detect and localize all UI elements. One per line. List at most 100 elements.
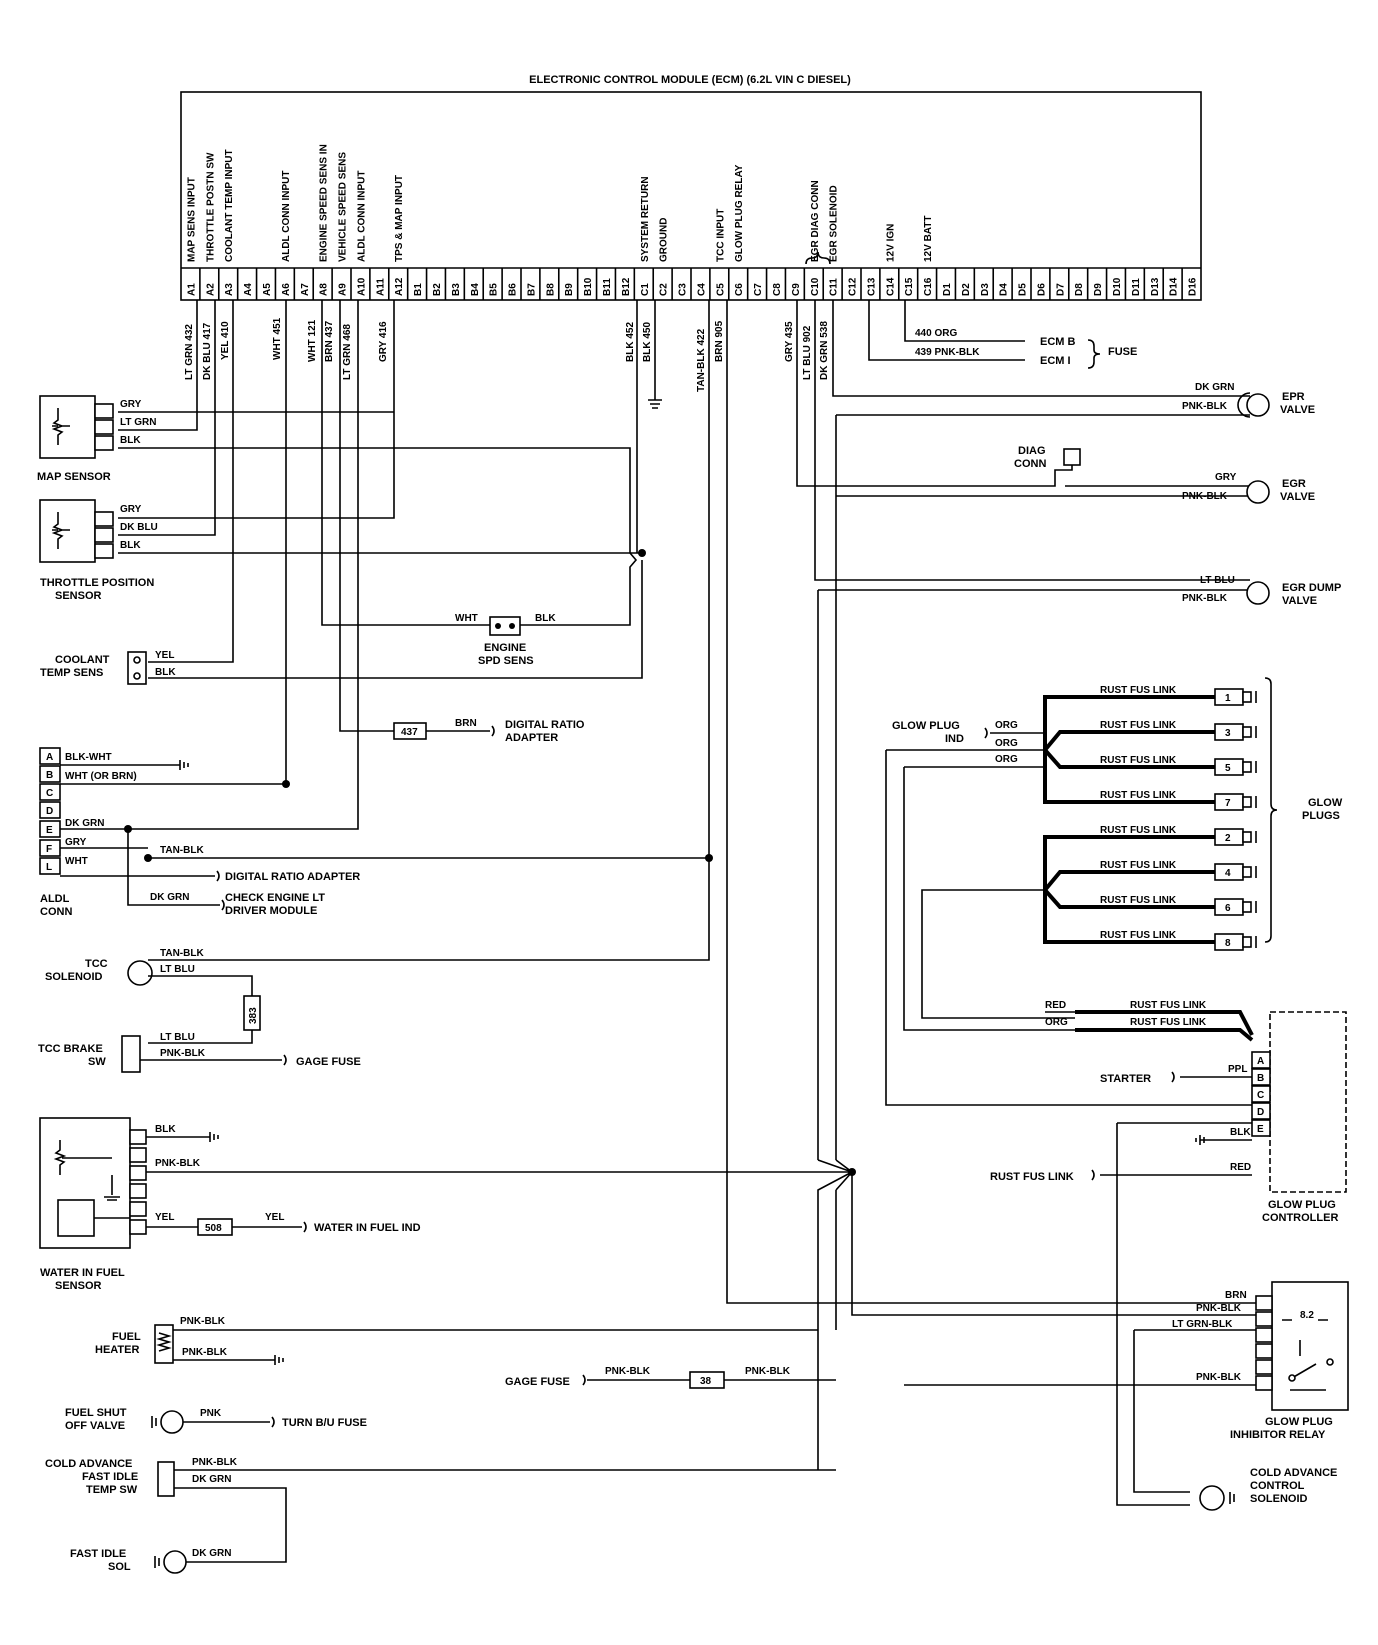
gpir-label: GLOW PLUG	[1265, 1416, 1333, 1428]
aldl-dkgrn: DK GRN	[65, 818, 104, 829]
ecm-pin-c10: C10	[810, 277, 821, 296]
engine-spd-label2: SPD SENS	[478, 655, 534, 667]
glow-plug-4: 4	[1225, 868, 1231, 879]
ca-pnkblk: PNK-BLK	[192, 1457, 238, 1468]
ecm-pin-b7: B7	[526, 283, 537, 296]
tcc-sol-label2: SOLENOID	[45, 971, 103, 983]
tccb-pnkblk: PNK-BLK	[160, 1048, 206, 1059]
coolant-temp-icon	[127, 651, 147, 685]
gpir-pnkblk: PNK-BLK	[1196, 1303, 1242, 1314]
wif-pnkblk: PNK-BLK	[155, 1158, 201, 1169]
ecm-pin-b3: B3	[451, 283, 462, 296]
gp-org2: ORG	[995, 738, 1018, 749]
ecm-pin-a12: A12	[394, 277, 405, 296]
map-sensor-icon	[39, 395, 96, 459]
egr-valve-label: EGR	[1282, 478, 1306, 490]
ecm-pin-a4: A4	[243, 283, 254, 296]
tcc-solenoid-icon	[127, 960, 153, 986]
gage-fuse-1: GAGE FUSE	[296, 1056, 361, 1068]
aldl-pin-a: A	[46, 752, 53, 763]
rfl-red: RUST FUS LINK	[1130, 1000, 1207, 1011]
ecm-func-c5: TCC INPUT	[715, 209, 726, 262]
egr-dump-label2: VALVE	[1282, 595, 1317, 607]
glow-plug-1: 1	[1225, 693, 1231, 704]
aldl-gry: GRY	[65, 837, 87, 848]
rust-fus-link-label: RUST FUS LINK	[1100, 860, 1177, 871]
fuse-label: FUSE	[1108, 346, 1137, 358]
ecm-pin-d8: D8	[1074, 283, 1085, 296]
glow-plug-5: 5	[1225, 763, 1231, 774]
ecm-pin-d14: D14	[1169, 277, 1180, 296]
wire-c2: BLK 450	[642, 322, 653, 362]
gp-org3: ORG	[995, 754, 1018, 765]
cold-adv-label: COLD ADVANCE	[45, 1458, 132, 1470]
wire-a6: WHT 451	[272, 317, 283, 360]
aldl-pin-b: B	[46, 770, 53, 781]
aldl-wht: WHT	[65, 856, 88, 867]
ecm-pin-a7: A7	[300, 283, 311, 296]
ecm-pin-d7: D7	[1055, 283, 1066, 296]
rust-fus-link-label: RUST FUS LINK	[1100, 720, 1177, 731]
starter-label: STARTER	[1100, 1073, 1151, 1085]
ecm-pin-d1: D1	[942, 283, 953, 296]
ecm-function-labels: MAP SENS INPUT THROTTLE POSTN SW COOLANT T…	[186, 144, 934, 262]
egr-dump-label: EGR DUMP	[1282, 582, 1341, 594]
fuse-ecm-i: ECM I	[1040, 355, 1071, 367]
gpir-pnkblk2: PNK-BLK	[1196, 1372, 1242, 1383]
tps-dkblu: DK BLU	[120, 522, 158, 533]
ecm-pin-c16: C16	[923, 277, 934, 296]
ecm-pin-c15: C15	[904, 277, 915, 296]
gpc-org: ORG	[1045, 1017, 1068, 1028]
map-gry: GRY	[120, 399, 142, 410]
ecm-func-a1: MAP SENS INPUT	[186, 177, 197, 262]
fsov-label2: OFF VALVE	[65, 1420, 125, 1432]
gpir-ltgrnblk: LT GRN-BLK	[1172, 1319, 1233, 1330]
aldl-pin-d: D	[46, 806, 53, 817]
ecm-func-a3: COOLANT TEMP INPUT	[224, 149, 235, 262]
wire-a10: LT GRN 468	[342, 324, 353, 380]
ecm-pin-d6: D6	[1036, 283, 1047, 296]
map-sensor-label: MAP SENSOR	[37, 471, 111, 483]
glow-plug-3: 3	[1225, 728, 1231, 739]
wire-c14: 439 PNK-BLK	[915, 347, 980, 358]
ecm-pin-c11: C11	[829, 278, 840, 296]
wire-dkgrn-epr: DK GRN	[1195, 382, 1234, 393]
rust-fus-link-label: RUST FUS LINK	[1100, 825, 1177, 836]
fuel-heater-label: FUEL	[112, 1331, 141, 1343]
ecm-func-a6: ALDL CONN INPUT	[281, 171, 292, 262]
ecm-func-c10: EGR DIAG CONN	[810, 180, 821, 262]
gpc-label2: CONTROLLER	[1262, 1212, 1338, 1224]
dra-brn: BRN	[455, 718, 477, 729]
ecm-pin-a8: A8	[319, 283, 330, 296]
egr-valve-icon	[1246, 480, 1270, 504]
ecm-func-a2: THROTTLE POSTN SW	[205, 152, 216, 262]
egr-valve-label2: VALVE	[1280, 491, 1315, 503]
aldl-dkgrn2: DK GRN	[150, 892, 189, 903]
ecm-pin-d9: D9	[1093, 283, 1104, 296]
ecm-pin-b6: B6	[508, 283, 519, 296]
gp-ind-label: GLOW PLUG	[892, 720, 960, 732]
wire-a9: BRN 437	[324, 320, 335, 362]
rust-fus-link-label: RUST FUS LINK	[1100, 895, 1177, 906]
wire-c12: DK GRN 538	[819, 321, 830, 380]
wif-label2: SENSOR	[55, 1280, 102, 1292]
controller-pin-d: D	[1257, 1107, 1264, 1118]
epr-valve-icon	[1246, 393, 1270, 417]
map-ltgrn: LT GRN	[120, 417, 156, 428]
glow-plugs-label: GLOW	[1308, 797, 1343, 809]
ecm-pin-d11: D11	[1131, 278, 1142, 296]
fast-idle-label2: SOL	[108, 1561, 131, 1573]
ecm-box	[180, 91, 1202, 301]
ecm-pin-b10: B10	[583, 277, 594, 296]
fast-idle-sol-icon	[163, 1550, 187, 1574]
ecm-pin-c5: C5	[715, 283, 726, 296]
splice-38: 38	[700, 1376, 712, 1387]
tps-blk: BLK	[120, 540, 141, 551]
ecm-title: ELECTRONIC CONTROL MODULE (ECM) (6.2L VI…	[529, 74, 851, 86]
ecm-pin-c9: C9	[791, 283, 802, 296]
coolant-label2: TEMP SENS	[40, 667, 103, 679]
splice-383: 383	[248, 1007, 259, 1024]
controller-pin-c: C	[1257, 1090, 1264, 1101]
